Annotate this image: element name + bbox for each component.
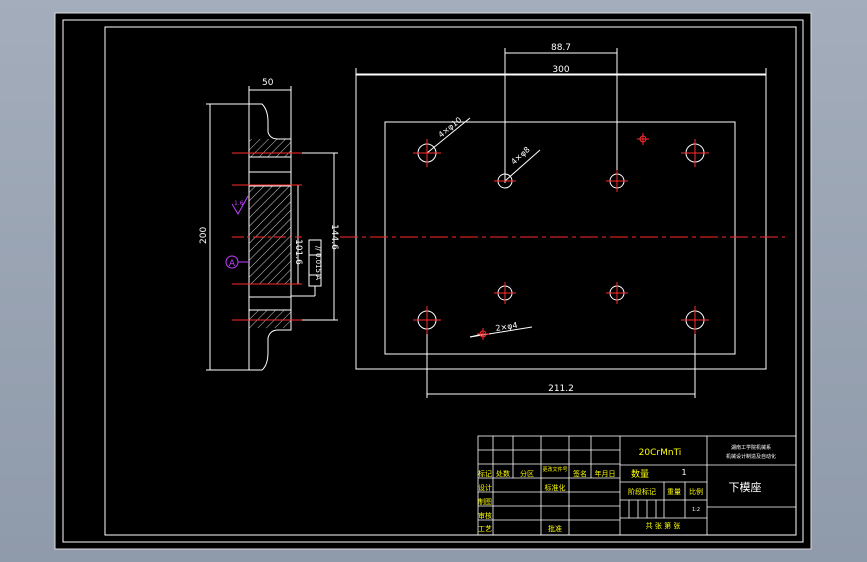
dim-88-7-label: 88.7 [551,43,571,53]
col-date: 年月日 [595,469,616,478]
col-doc: 更改文件号 [542,466,567,473]
quantity-label: 数量 [631,468,649,480]
dim-101-6-label: 101.6 [293,239,303,265]
plan-centerlines [340,133,785,340]
col-sign: 签名 [573,469,587,478]
drafter-label: 制图 [478,497,492,506]
side-profile-outline [248,103,292,371]
col-count: 处数 [496,469,510,478]
standardize-label: 标准化 [545,483,566,492]
weight-label: 重量 [667,488,681,496]
approve-label: 批准 [548,524,562,533]
datum-symbol: A [225,255,249,269]
roughness-value: 1.6 [234,200,244,207]
col-zone: 分区 [520,469,534,478]
designer-label: 设计 [478,483,492,492]
flatness-tolerance-label: // 0.015 A [314,246,322,280]
part-name: 下模座 [729,480,762,494]
quantity-value: 1 [681,468,686,477]
col-mark: 标记 [478,469,492,478]
section-hatch-upper [249,139,291,157]
sheets-label: 共 张 第 张 [646,521,681,530]
title-block-text: 20CrMnTi 湖南工学院机械系 机械设计制造及自动化 数量 1 下模座 标记… [478,444,776,533]
company-line2: 机械设计制造及自动化 [726,453,776,460]
roughness-symbol [231,195,249,215]
side-centerlines [232,152,302,321]
hole-small-callout: 2×φ4 [495,321,518,333]
drawing-border [62,19,804,543]
plan-inner-outline [384,121,736,355]
title-block [477,435,797,536]
stage-mark-label: 阶段标记 [628,487,656,496]
section-hatch-lower [249,310,291,328]
dim-200-label: 200 [199,227,209,244]
dim-144-6-label: 144.6 [329,224,339,250]
section-hatch-middle [249,186,291,284]
company-line1: 湖南工学院机械系 [731,444,771,451]
inner-frame [104,26,797,536]
reviewer-label: 审核 [478,511,492,520]
dim-300-label: 300 [552,65,569,75]
process-label: 工艺 [478,525,492,533]
drawing-sheet [54,12,812,550]
material-label: 20CrMnTi [639,448,682,458]
dim-50-label: 50 [262,78,274,88]
datum-label: A [229,259,236,269]
plan-outer-outline [355,73,767,370]
scale-value: 1:2 [692,507,700,513]
dim-211-2-label: 211.2 [548,384,574,394]
scale-label: 比例 [689,487,703,496]
